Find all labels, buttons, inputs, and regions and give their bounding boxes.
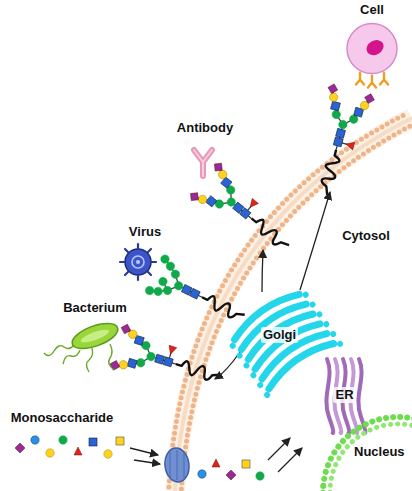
transporter [163,447,190,483]
monosaccharide-label-box: Monosaccharide [11,410,114,426]
cytosol-label: Cytosol [342,228,390,244]
golgi-organelle: Golgi [232,285,327,385]
bacterium-label: Bacterium [63,300,127,316]
glycoprotein [301,83,376,201]
virus-figure [120,244,156,280]
organelle-label: ER [333,387,355,403]
nucleus-organelle-shape [318,392,412,491]
monosaccharide-label: Monosaccharide [11,410,114,426]
glycoprotein [144,254,253,337]
glycoprotein [109,323,227,401]
organelle-label: Golgi [261,327,298,343]
nucleus-organelle: Nucleus [318,392,412,491]
antibody-label: Antibody [177,120,233,136]
cell-membrane [169,114,412,491]
organelle-label: Cell [360,2,384,18]
cytosol-label-box: Cytosol [342,228,390,244]
virus-label: Virus [129,224,161,240]
cell-node: Cell [340,2,404,80]
bacterium-figure [44,318,121,372]
antibody-label-box: Antibody [177,120,233,136]
bacterium-label-box: Bacterium [63,300,127,316]
organelle-label: Nucleus [354,444,405,460]
er-organelle: ER [322,355,367,435]
antibody-figure [194,150,212,176]
transport-arrows [130,438,302,472]
monosaccharides [15,436,264,480]
virus-label-box: Virus [129,224,161,240]
